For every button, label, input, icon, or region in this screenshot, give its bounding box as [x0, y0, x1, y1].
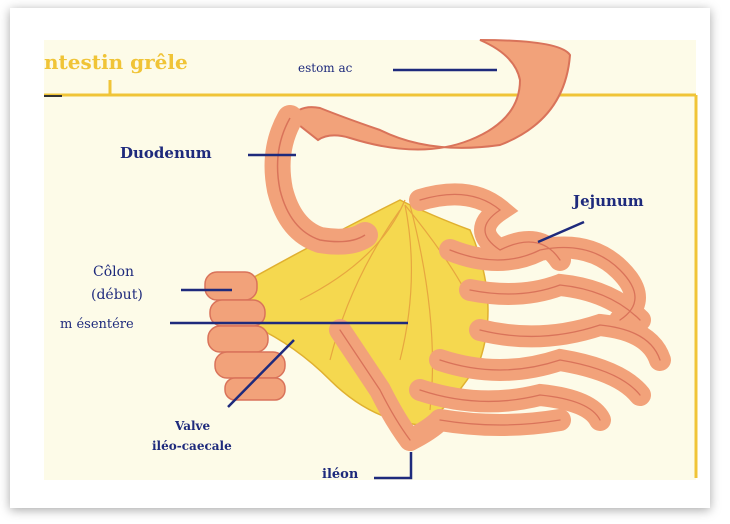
label-mesentere: m ésentére: [60, 318, 134, 331]
label-duodenum: Duodenum: [120, 146, 212, 161]
label-colon-line2: (début): [91, 288, 143, 302]
label-ileon: iléon: [322, 468, 358, 481]
label-valve-line2: iléo-caecale: [152, 440, 232, 452]
label-valve-line1: Valve: [175, 420, 210, 432]
label-estomac: estom ac: [298, 62, 352, 74]
label-colon-line1: Côlon: [93, 265, 134, 279]
diagram-title: ntestin grêle: [44, 52, 188, 72]
label-jejunum: Jejunum: [573, 194, 644, 209]
